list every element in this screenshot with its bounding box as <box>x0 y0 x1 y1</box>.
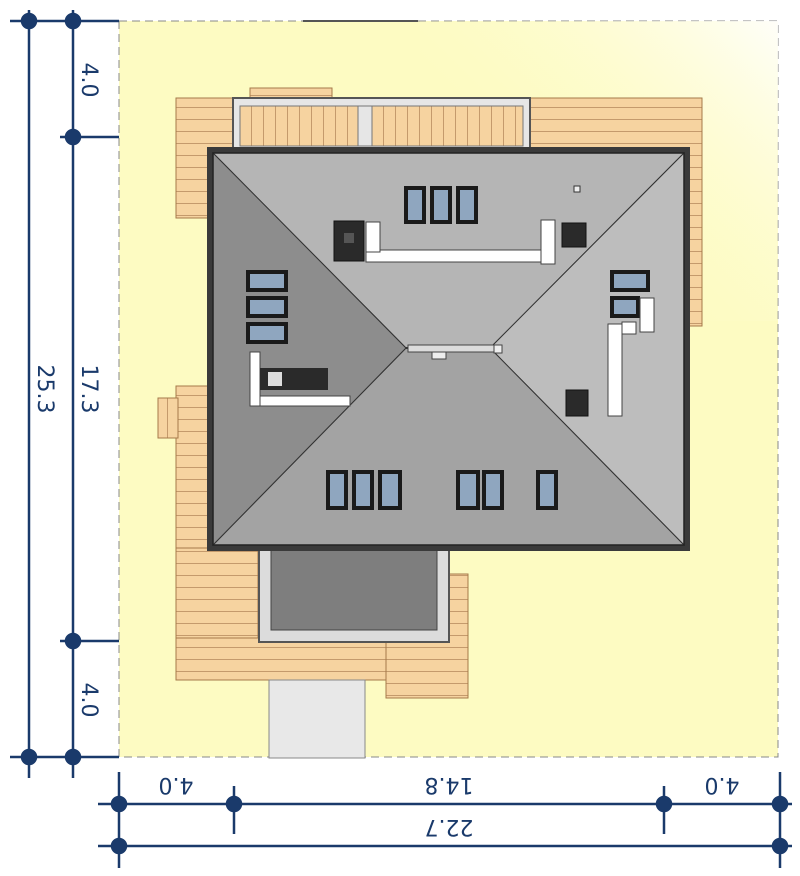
roof-window <box>246 322 288 344</box>
dim-left-total: 25.3 <box>32 365 57 414</box>
chimney-vent <box>344 233 354 243</box>
dim-left-bottom: 4.0 <box>76 683 101 718</box>
balcony-top-divider <box>357 105 373 147</box>
dim-bottom-left: 4.0 <box>159 772 194 797</box>
roof-vent <box>573 185 581 193</box>
terrace-left <box>175 385 213 567</box>
roof-window <box>326 470 348 510</box>
dimension-left <box>10 10 119 778</box>
ridge-vent <box>407 344 503 360</box>
chimney <box>565 389 589 417</box>
roof-window <box>456 186 478 224</box>
dim-bottom-right: 4.0 <box>705 772 740 797</box>
roof-walkway <box>249 351 351 407</box>
roof-window <box>430 186 452 224</box>
chimney <box>561 222 587 248</box>
roof-window <box>378 470 402 510</box>
roof-walkway <box>365 219 556 265</box>
balcony-top-inner <box>239 105 524 147</box>
dim-left-middle: 17.3 <box>76 365 101 414</box>
roof-window <box>536 470 558 510</box>
dimension-bottom <box>98 772 792 868</box>
dim-left-top: 4.0 <box>76 63 101 98</box>
porch-bottom-roof <box>270 549 438 631</box>
dim-bottom-total: 22.7 <box>425 814 474 839</box>
roof-window <box>246 270 288 292</box>
roof-eave-line <box>212 152 685 546</box>
roof-window <box>246 296 288 318</box>
roof-window <box>456 470 480 510</box>
roof-window <box>610 270 650 292</box>
dim-bottom-middle: 14.8 <box>425 772 474 797</box>
entrance-path <box>268 679 366 759</box>
roof-window <box>610 296 640 318</box>
roof-window <box>352 470 374 510</box>
terrace-left-step <box>157 397 179 439</box>
roof-window <box>404 186 426 224</box>
roof-window <box>482 470 504 510</box>
roof-walkway <box>607 297 655 417</box>
